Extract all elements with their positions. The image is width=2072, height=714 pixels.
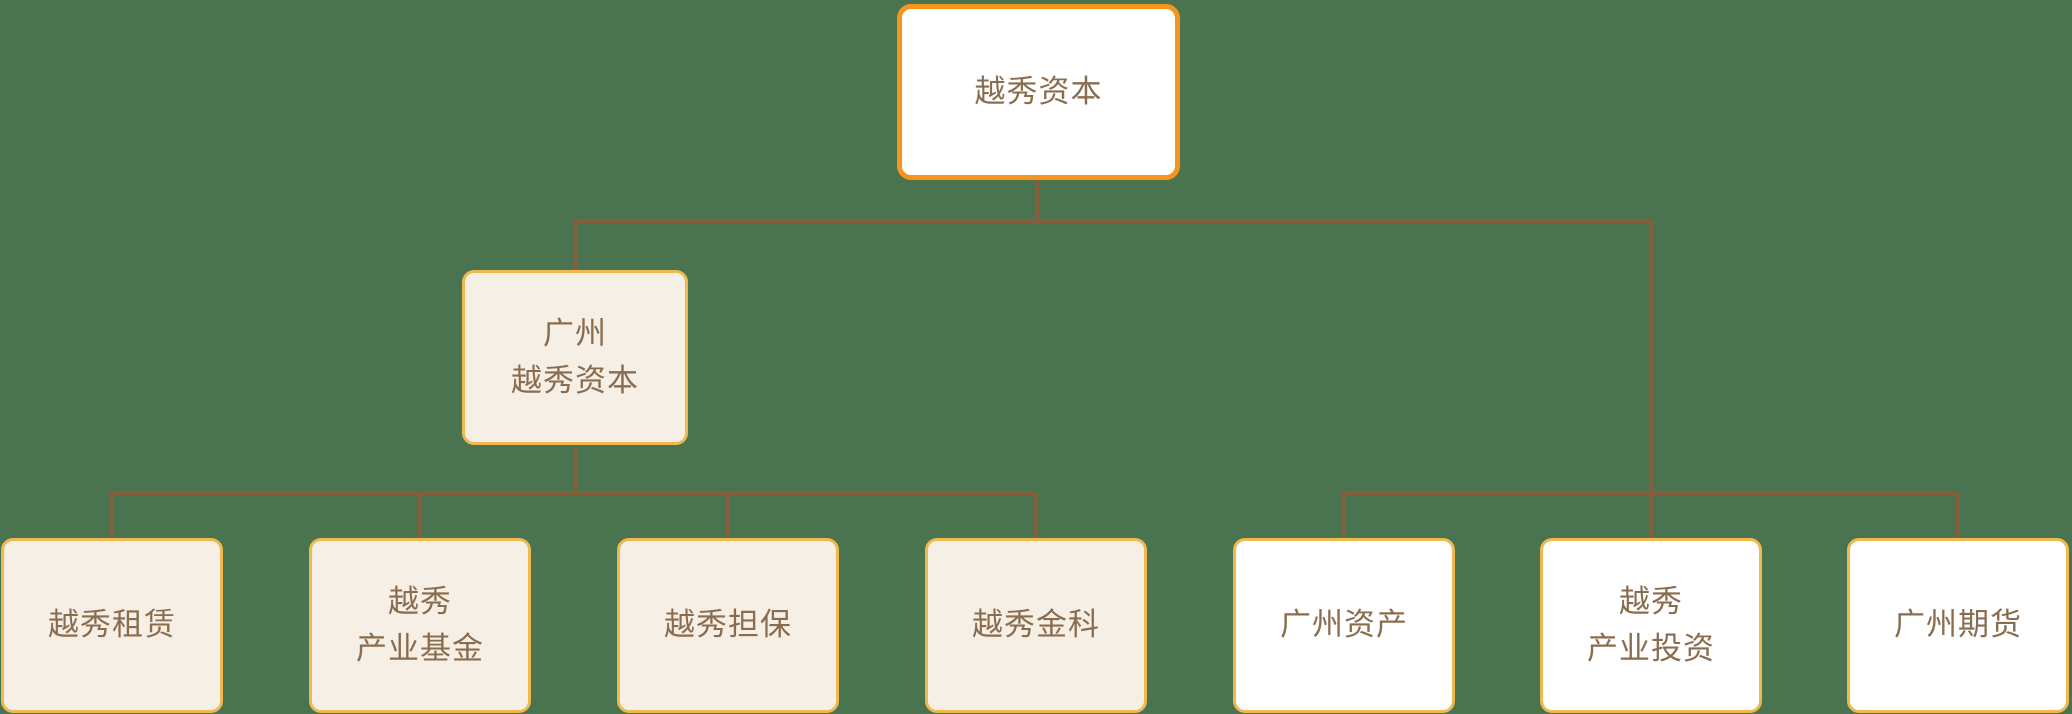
connector-left-horizontal — [110, 491, 1038, 495]
node-label: 越秀金科 — [972, 607, 1100, 643]
node-yuexiu-industrial-investment: 越秀 产业投资 — [1540, 538, 1762, 713]
node-label: 越秀 产业基金 — [356, 584, 484, 666]
connector-level2-bottom — [574, 445, 578, 495]
node-yuexiu-guarantee: 越秀担保 — [617, 538, 839, 713]
connector-root-down — [1035, 180, 1039, 223]
connector-main-horizontal — [574, 219, 1654, 223]
connector-drop-guangzhou-asset — [1342, 491, 1346, 538]
node-guangzhou-futures: 广州期货 — [1847, 538, 2069, 713]
node-label: 越秀租赁 — [48, 607, 176, 643]
node-label: 广州资产 — [1280, 607, 1408, 643]
node-label: 广州期货 — [1894, 607, 2022, 643]
connector-drop-yuexiu-guarantee — [726, 491, 730, 538]
node-guangzhou-asset: 广州资产 — [1233, 538, 1455, 713]
connector-drop-yuexiu-fintech — [1034, 491, 1038, 538]
connector-level2-top — [574, 219, 578, 270]
node-guangzhou-yuexiu-capital: 广州 越秀资本 — [462, 270, 688, 445]
node-yuexiu-fintech: 越秀金科 — [925, 538, 1147, 713]
node-label: 越秀 产业投资 — [1587, 584, 1715, 666]
connector-right-branch — [1649, 219, 1653, 495]
connector-drop-guangzhou-futures — [1956, 491, 1960, 538]
node-yuexiu-leasing: 越秀租赁 — [1, 538, 223, 713]
node-yuexiu-capital-root: 越秀资本 — [897, 4, 1180, 180]
node-label: 广州 越秀资本 — [511, 316, 639, 398]
node-label: 越秀担保 — [664, 607, 792, 643]
connector-drop-yuexiu-industrial-investment — [1649, 491, 1653, 538]
node-yuexiu-industrial-fund: 越秀 产业基金 — [309, 538, 531, 713]
connector-drop-yuexiu-industrial-fund — [418, 491, 422, 538]
node-label: 越秀资本 — [974, 73, 1103, 109]
connector-drop-yuexiu-leasing — [110, 491, 114, 538]
